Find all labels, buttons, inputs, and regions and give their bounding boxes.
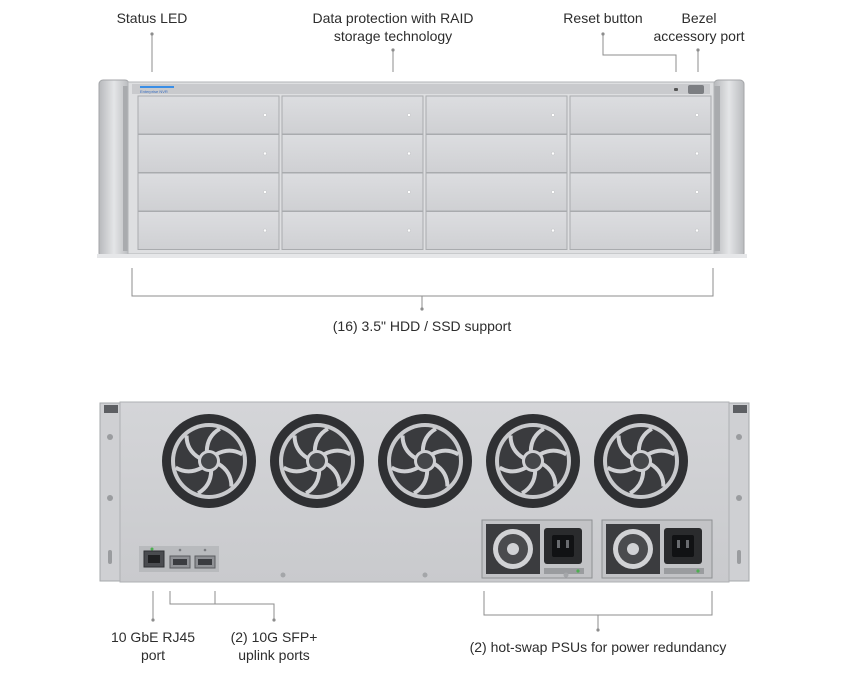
drive-led [263, 228, 267, 233]
psu-module[interactable] [481, 519, 593, 579]
drive-bay[interactable] [569, 172, 712, 212]
drive-led [263, 113, 267, 117]
sfp-port-2 [194, 548, 216, 569]
front-callouts [131, 32, 714, 311]
drive-led [263, 190, 267, 194]
psu-status-led [576, 569, 580, 573]
drive-bay[interactable] [137, 172, 280, 212]
fan [594, 414, 688, 508]
drive-bay[interactable] [569, 95, 712, 135]
drive-bay[interactable] [281, 134, 424, 173]
drive-bay[interactable] [425, 172, 568, 212]
drive-led [407, 190, 411, 194]
drive-bay[interactable] [137, 95, 280, 135]
bezel-port [688, 85, 704, 94]
rear-callouts [151, 591, 713, 632]
drive-led [407, 228, 411, 233]
drive-led [407, 151, 411, 156]
drive-support-label: (16) 3.5" HDD / SSD support [332, 318, 512, 334]
drive-bay[interactable] [281, 95, 424, 135]
drive-led [695, 113, 699, 117]
fan [270, 414, 364, 508]
drive-bay[interactable] [425, 95, 568, 135]
drive-bay[interactable] [425, 134, 568, 173]
bezel-port-label: Bezel accessory port [653, 10, 745, 44]
drive-bay[interactable] [569, 134, 712, 173]
drive-led [695, 190, 699, 194]
drive-bay[interactable] [281, 211, 424, 250]
drive-bay[interactable] [425, 211, 568, 250]
psu-label: (2) hot-swap PSUs for power redundancy [469, 639, 727, 655]
drive-bay[interactable] [569, 211, 712, 250]
rj45-label: 10 GbE RJ45 port [110, 629, 196, 663]
fan [486, 414, 580, 508]
drive-bay[interactable] [137, 134, 280, 173]
psu-module[interactable] [601, 519, 713, 579]
io-ports [139, 546, 219, 572]
front-brand-text: Enterprise NVR [140, 89, 168, 94]
drive-led [551, 190, 555, 194]
reset-button-label: Reset button [563, 10, 643, 26]
sfp-label: (2) 10G SFP+ uplink ports [230, 629, 318, 663]
status-led-label: Status LED [116, 10, 188, 26]
status-led [140, 86, 174, 88]
drive-led [263, 151, 267, 156]
drive-bay[interactable] [281, 172, 424, 212]
drive-led [551, 228, 555, 233]
psu-status-led [696, 569, 700, 573]
psu-group [481, 519, 713, 579]
reset-button[interactable] [674, 88, 678, 91]
drive-led [551, 113, 555, 117]
drive-bay-grid [137, 95, 712, 250]
drive-led [695, 228, 699, 233]
raid-label: Data protection with RAID storage techno… [312, 10, 474, 44]
rj45-port [143, 547, 165, 568]
fan [162, 414, 256, 508]
drive-led [407, 113, 411, 117]
drive-bay[interactable] [137, 211, 280, 250]
drive-led [551, 151, 555, 156]
sfp-port-1 [169, 548, 191, 569]
fan [378, 414, 472, 508]
drive-led [695, 151, 699, 156]
fan-row [162, 414, 688, 508]
